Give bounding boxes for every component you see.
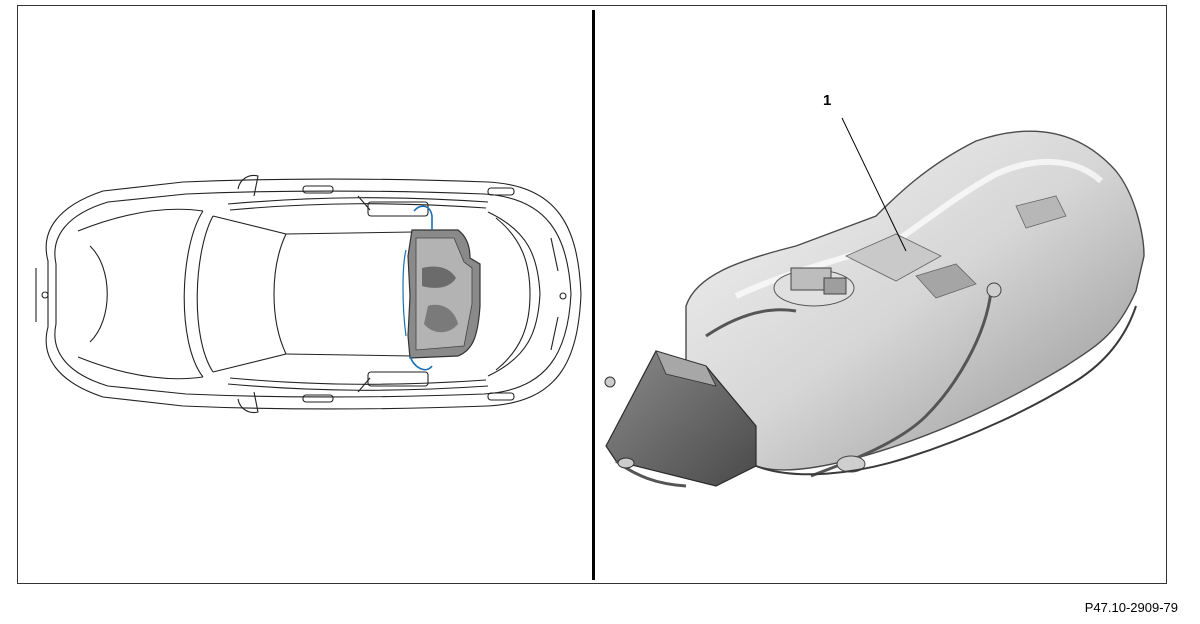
fuel-tank-location <box>402 205 481 371</box>
panel-divider <box>592 10 595 580</box>
fuel-tank-icon <box>604 117 1145 488</box>
fuel-tank-panel <box>596 6 1166 582</box>
figure-reference: P47.10-2909-79 <box>1084 600 1178 615</box>
vehicle-top-view-icon <box>35 174 582 414</box>
vehicle-top-view-panel <box>18 6 590 582</box>
callout-label: 1 <box>823 92 832 109</box>
